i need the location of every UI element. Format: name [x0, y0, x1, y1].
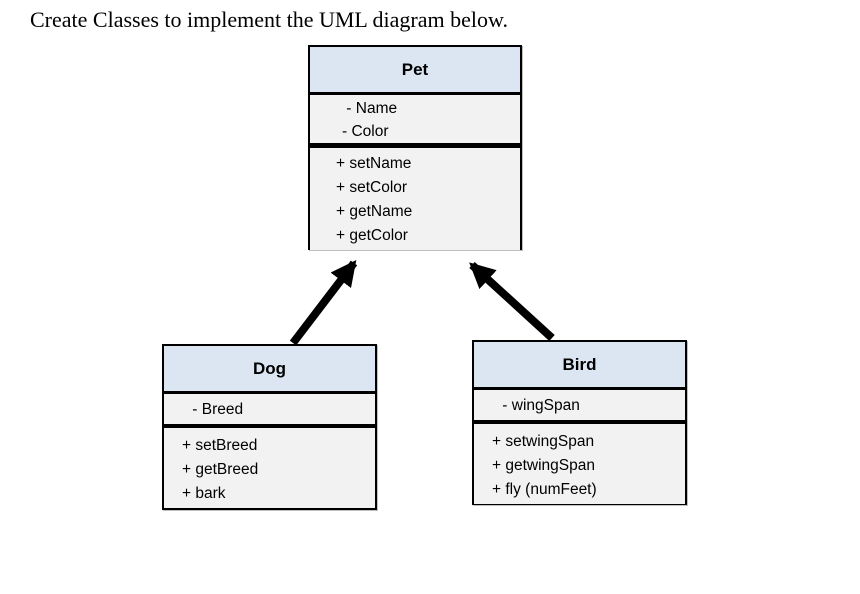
member-row: - Color [342, 123, 389, 140]
page-title: Create Classes to implement the UML diag… [30, 7, 508, 32]
member-row: + setBreed [182, 437, 258, 454]
member-row: + setwingSpan [492, 433, 595, 450]
class-name-dog: Dog [164, 346, 375, 394]
class-methods-bird: + setwingSpan + getwingSpan + fly (numFeet… [474, 424, 685, 504]
member-row: + bark [182, 485, 226, 502]
member-row: + setName [336, 155, 412, 172]
class-box-dog: Dog - Breed + setBreed + getBreed + bark [162, 344, 377, 510]
class-box-bird: Bird - wingSpan + setwingSpan + getwingSp… [472, 340, 687, 505]
member-row: + getwingSpan [492, 457, 595, 474]
member-row: - Breed [188, 401, 244, 418]
member-row: + getColor [336, 227, 408, 244]
dog-to-pet-arrow [289, 259, 358, 346]
class-methods-pet: + setName + setColor + getName + getColor [310, 148, 520, 250]
member-row: - Name [342, 100, 398, 117]
member-row: + setColor [336, 179, 408, 196]
member-row: + getBreed [182, 461, 259, 478]
bird-to-pet-arrow [469, 262, 555, 341]
member-row: - wingSpan [498, 397, 580, 414]
class-name-bird: Bird [474, 342, 685, 390]
class-box-pet: Pet - Name - Color + setName + setColor + g… [308, 45, 522, 250]
class-name-pet: Pet [310, 47, 520, 95]
class-attributes-bird: - wingSpan [474, 390, 685, 424]
member-row: + getName [336, 203, 413, 220]
class-attributes-dog: - Breed [164, 394, 375, 428]
member-row: + fly (numFeet) [492, 481, 597, 498]
class-methods-dog: + setBreed + getBreed + bark [164, 428, 375, 508]
class-attributes-pet: - Name - Color [310, 95, 520, 148]
